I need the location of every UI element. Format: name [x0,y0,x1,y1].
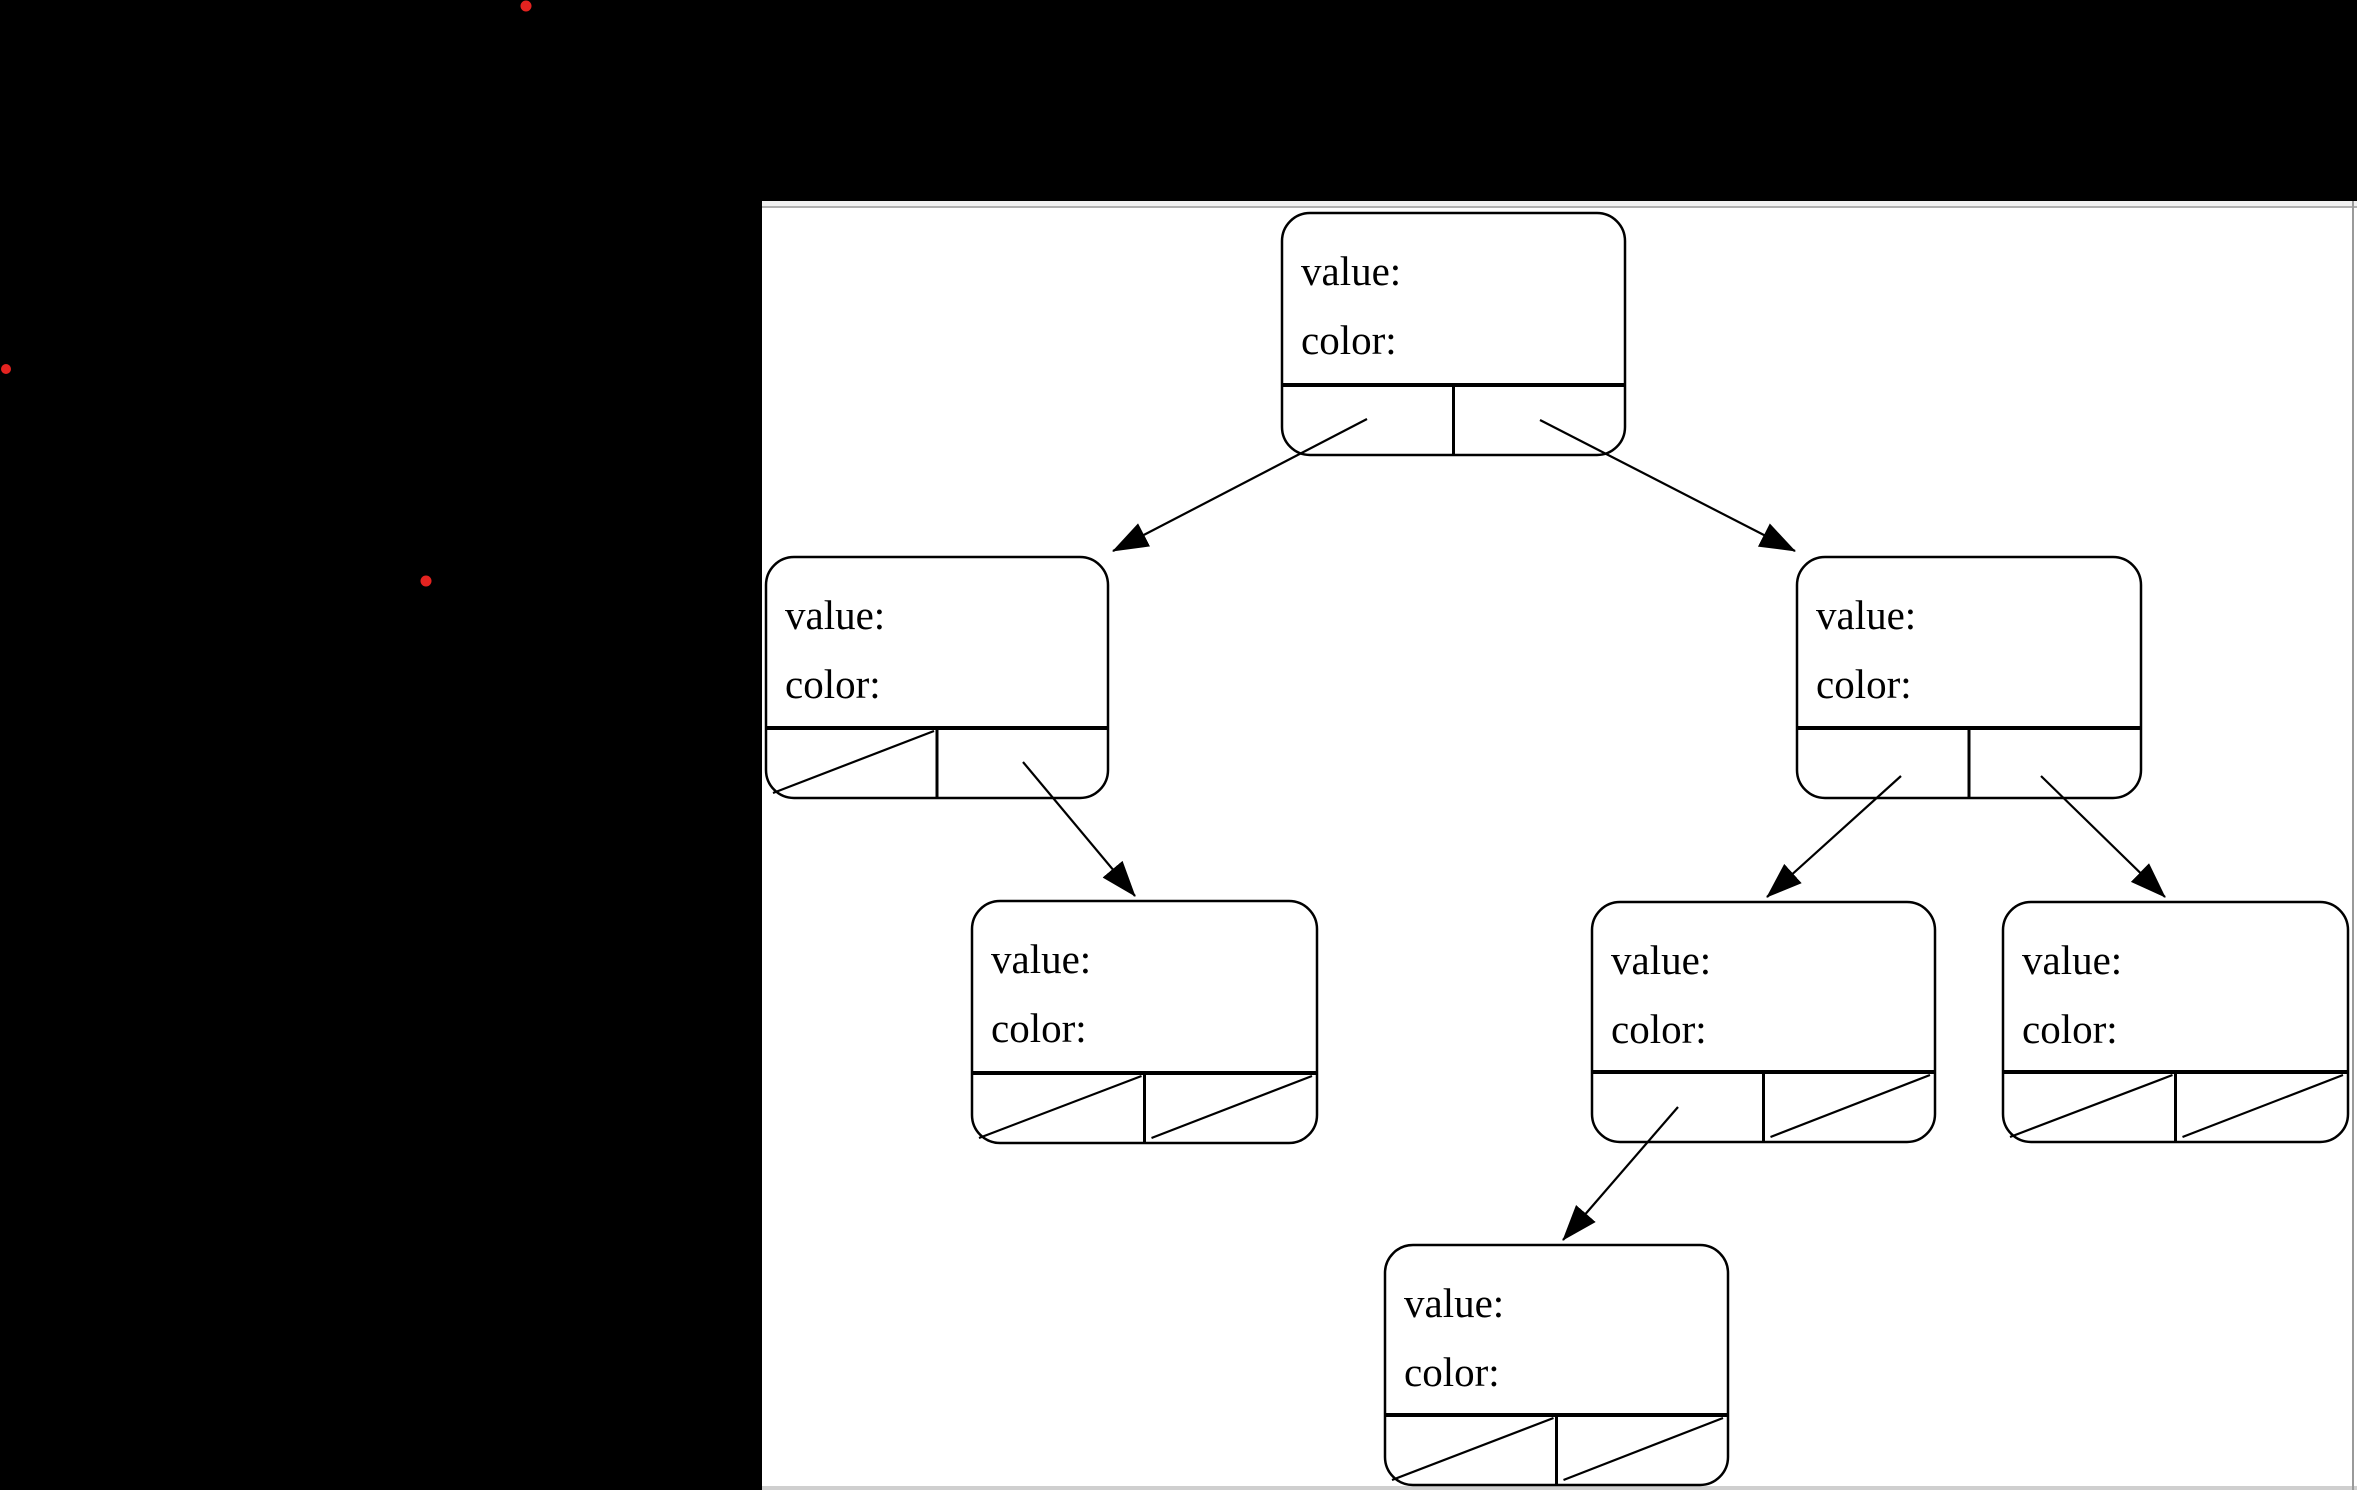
red-dot-3 [420,575,432,587]
red-dot-1 [520,0,532,12]
node-color-label: color: [2022,1006,2118,1052]
red-dot-2 [1,364,11,374]
tree-node-root: value: color: [1280,211,1627,457]
node-value-label: value: [1301,248,1401,294]
null-pointer-slash-left [978,1074,1142,1140]
tree-node-right-left: value: color: [1590,900,1937,1144]
node-value-label: value: [1404,1280,1504,1326]
page-top-border [762,206,2357,208]
node-color-label: color: [1816,661,1912,707]
page-top-strip [762,201,2357,206]
tree-edge-right-right-to-right-right [2040,775,2166,898]
tree-edge-root-right-to-right [1539,419,1796,552]
node-value-label: value: [785,592,885,638]
null-pointer-slash-left [772,729,935,795]
tree-edge-left-right-to-left-right [1022,761,1136,897]
node-value-label: value: [991,936,1091,982]
null-pointer-slash-right [1151,1074,1313,1140]
null-pointer-slash-left [2009,1073,2173,1139]
tree-edge-right-left-left-to-bottom [1562,1106,1679,1241]
page-right-border [2352,201,2354,1490]
node-color-label: color: [785,661,881,707]
null-pointer-slash-right [1563,1416,1724,1482]
tree-node-left-right: value: color: [970,899,1319,1145]
null-pointer-slash-right [1770,1073,1931,1139]
node-color-label: color: [1301,317,1397,363]
node-color-label: color: [1611,1006,1707,1052]
node-color-label: color: [991,1005,1087,1051]
node-value-label: value: [1611,937,1711,983]
tree-edge-root-left-to-left [1112,418,1368,552]
tree-node-right-right: value: color: [2001,900,2350,1144]
null-pointer-slash-left [1391,1416,1554,1482]
page-bottom-strip [762,1486,2357,1490]
tree-edge-right-left-to-right-left [1766,775,1902,898]
tree-node-left: value: color: [764,555,1110,800]
tree-node-bottom: value: color: [1383,1243,1730,1487]
node-value-label: value: [1816,592,1916,638]
node-value-label: value: [2022,937,2122,983]
node-color-label: color: [1404,1349,1500,1395]
null-pointer-slash-right [2182,1073,2344,1139]
tree-node-right: value: color: [1795,555,2143,800]
